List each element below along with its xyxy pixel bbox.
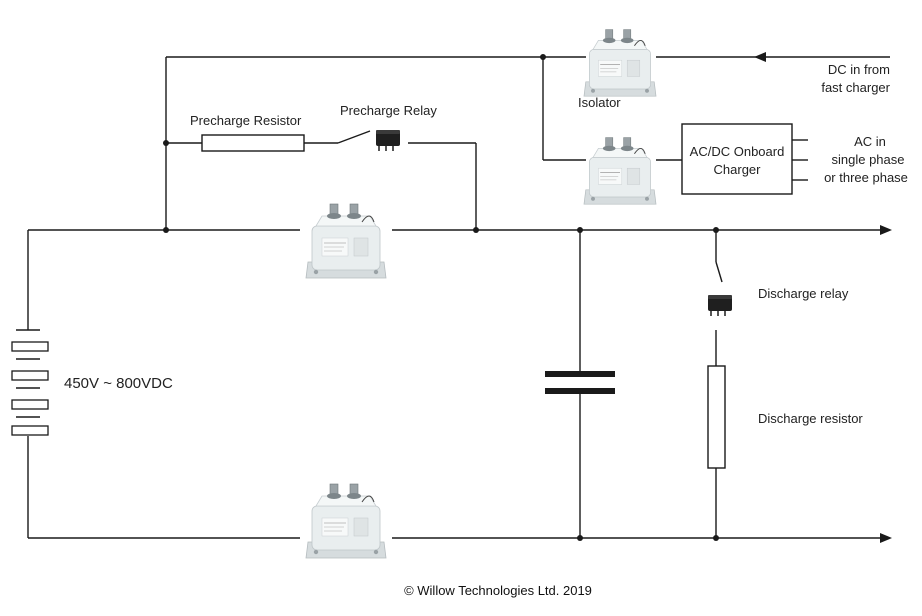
precharge-resistor-label: Precharge Resistor bbox=[190, 113, 302, 128]
discharge-resistor-label: Discharge resistor bbox=[758, 411, 863, 426]
precharge-relay-icon bbox=[376, 130, 400, 151]
onboard-charger-box bbox=[681, 123, 793, 195]
ac-in-label-line3: or three phase bbox=[824, 170, 908, 185]
dc-in-label-line2: fast charger bbox=[821, 80, 890, 95]
battery-voltage-label: 450V ~ 800VDC bbox=[64, 375, 173, 392]
junction-dot bbox=[163, 140, 169, 146]
discharge-switch-blade bbox=[715, 261, 723, 283]
junction-dot bbox=[577, 535, 583, 541]
junction-dot bbox=[577, 227, 583, 233]
junction-dot bbox=[163, 227, 169, 233]
precharge-switch-blade bbox=[337, 130, 371, 144]
charger-label-line1: AC/DC Onboard bbox=[690, 144, 785, 159]
dc-in-label-line1: DC in from bbox=[828, 62, 890, 77]
junction-dot bbox=[713, 535, 719, 541]
charger-label-line2: Charger bbox=[714, 162, 762, 177]
junction-dot bbox=[540, 54, 546, 60]
isolator-contactor-icon bbox=[583, 29, 657, 97]
main-positive-contactor-icon bbox=[305, 203, 387, 279]
junctions bbox=[163, 54, 719, 541]
junction-dot bbox=[713, 227, 719, 233]
precharge-relay-label: Precharge Relay bbox=[340, 103, 437, 118]
discharge-resistor-icon bbox=[707, 365, 726, 469]
bottom-bus-arrow-icon bbox=[880, 533, 892, 543]
main-negative-contactor-icon bbox=[305, 483, 387, 559]
capacitor-icon bbox=[545, 371, 615, 394]
charger-contactor-icon bbox=[583, 137, 657, 205]
copyright-notice: © Willow Technologies Ltd. 2019 bbox=[404, 583, 592, 598]
discharge-relay-icon bbox=[708, 295, 732, 316]
arrows bbox=[754, 52, 892, 543]
top-bus-arrow-icon bbox=[880, 225, 892, 235]
junction-dot bbox=[473, 227, 479, 233]
ac-in-label-line2: single phase bbox=[832, 152, 905, 167]
discharge-relay-label: Discharge relay bbox=[758, 286, 849, 301]
isolator-label: Isolator bbox=[578, 95, 621, 110]
dc-in-arrow-icon bbox=[754, 52, 766, 62]
ac-in-label-line1: AC in bbox=[854, 134, 886, 149]
precharge-resistor-icon bbox=[201, 134, 305, 152]
battery-icon bbox=[11, 329, 49, 436]
